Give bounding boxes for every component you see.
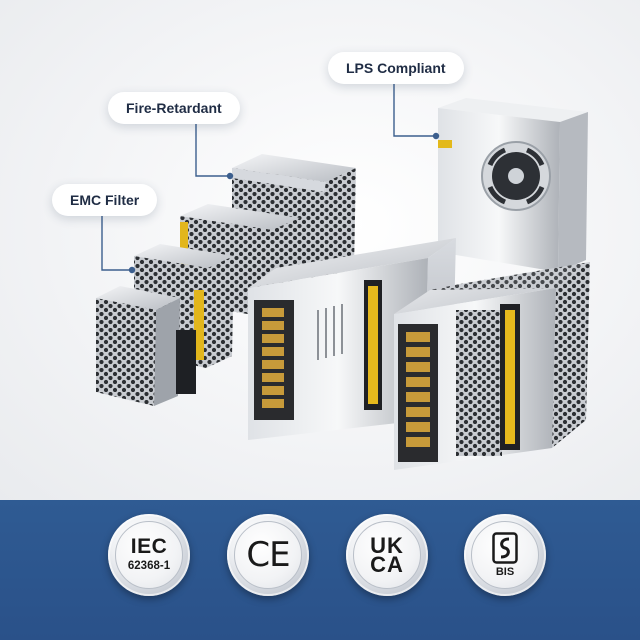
emc-leader-dot xyxy=(128,266,136,274)
lps-leader-dot xyxy=(432,132,440,140)
power-supply-illustration xyxy=(96,98,590,470)
iec-standard: 62368-1 xyxy=(127,560,171,572)
lps-unit xyxy=(438,98,588,272)
ce-badge-face: CE xyxy=(234,521,302,589)
product-stage: LPS Compliant Fire-Retardant EMC Filter xyxy=(0,0,640,500)
fire-leader-line xyxy=(195,124,230,177)
lps-leader-line xyxy=(393,84,436,137)
iec-badge-face: IEC 62368-1 xyxy=(115,521,183,589)
emc-filter-callout: EMC Filter xyxy=(52,184,158,216)
certification-banner xyxy=(0,500,640,640)
leader-lines xyxy=(101,84,440,274)
iec-badge: IEC 62368-1 xyxy=(108,514,190,596)
bis-badge-face: BIS xyxy=(471,521,539,589)
ukca-top: UK xyxy=(370,533,404,558)
ce-badge: CE xyxy=(227,514,309,596)
ce-mark: CE xyxy=(246,535,290,575)
ukca-badge-face: UK CA xyxy=(353,521,421,589)
fire-leader-dot xyxy=(226,172,234,180)
lps-compliant-callout: LPS Compliant xyxy=(328,52,464,84)
bis-mark-icon xyxy=(492,532,518,564)
fire-retardant-callout: Fire-Retardant xyxy=(108,92,240,124)
bis-label: BIS xyxy=(495,566,515,578)
small-unit xyxy=(96,286,196,406)
ukca-badge: UK CA xyxy=(346,514,428,596)
large-unit xyxy=(394,262,590,470)
ukca-bottom: CA xyxy=(370,552,404,577)
emc-leader-line xyxy=(101,216,132,271)
iec-label: IEC xyxy=(130,535,168,558)
bis-badge: BIS xyxy=(464,514,546,596)
